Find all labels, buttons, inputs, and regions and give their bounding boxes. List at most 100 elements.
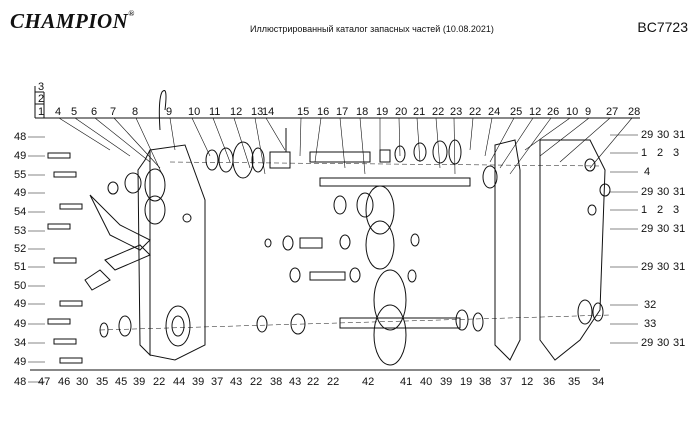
callout-bottom-10: 43: [230, 376, 242, 388]
callout-left-12: 49: [14, 356, 26, 368]
callout-top-28: 28: [628, 106, 640, 118]
callout-top-11: 15: [297, 106, 309, 118]
callout-left-8: 50: [14, 280, 26, 292]
callout-left-10: 49: [14, 318, 26, 330]
callout-bottom-12: 38: [270, 376, 282, 388]
callout-bottom-3: 35: [96, 376, 108, 388]
callout-right-0-c: 31: [673, 129, 685, 141]
callout-top-17: 21: [413, 106, 425, 118]
callout-right-7-a: 32: [644, 299, 656, 311]
callout-left-7: 51: [14, 261, 26, 273]
callout-top-18: 22: [432, 106, 444, 118]
callout-right-2-a: 4: [644, 166, 650, 178]
callout-left-11: 34: [14, 337, 26, 349]
callout-right-5-b: 30: [657, 223, 669, 235]
callout-right-6-a: 29: [641, 261, 653, 273]
callout-top-14: 18: [356, 106, 368, 118]
callout-left-1: 49: [14, 150, 26, 162]
callout-left-6: 52: [14, 243, 26, 255]
callout-bottom-17: 41: [400, 376, 412, 388]
callout-bottom-5: 39: [133, 376, 145, 388]
callout-left-3: 49: [14, 187, 26, 199]
callout-bottom-25: 35: [568, 376, 580, 388]
callout-bottom-1: 46: [58, 376, 70, 388]
callout-top-3: 7: [110, 106, 116, 118]
callout-left-0: 48: [14, 131, 26, 143]
callout-stack-2: 1: [38, 106, 44, 118]
callout-bottom-24: 36: [543, 376, 555, 388]
callout-right-0-a: 29: [641, 129, 653, 141]
stack-callout-labels: 321: [38, 81, 44, 118]
model-code: BC7723: [637, 19, 688, 35]
callout-bottom-23: 12: [521, 376, 533, 388]
callout-bottom-4: 45: [115, 376, 127, 388]
callout-top-19: 23: [450, 106, 462, 118]
callout-top-9: 13: [251, 106, 263, 118]
brand-mark: ®: [128, 9, 135, 18]
callout-bottom-20: 19: [460, 376, 472, 388]
callout-bottom-18: 40: [420, 376, 432, 388]
callout-right-1-b: 2: [657, 147, 663, 159]
callout-right-3-b: 30: [657, 186, 669, 198]
callout-bottom-15: 22: [327, 376, 339, 388]
callout-top-25: 10: [566, 106, 578, 118]
callout-top-4: 8: [132, 106, 138, 118]
callout-bottom-19: 39: [440, 376, 452, 388]
callout-top-0: 4: [55, 106, 61, 118]
callout-left-2: 55: [14, 169, 26, 181]
callout-right-5-a: 29: [641, 223, 653, 235]
callout-top-27: 27: [606, 106, 618, 118]
callout-top-7: 11: [209, 106, 220, 118]
callout-bottom-26: 34: [592, 376, 604, 388]
callout-bottom-2: 30: [76, 376, 88, 388]
callout-bottom-8: 39: [192, 376, 204, 388]
callout-left-9: 49: [14, 298, 26, 310]
callout-top-26: 9: [585, 106, 591, 118]
brand-logo: CHAMPION®: [10, 9, 135, 34]
callout-stack-1: 2: [38, 93, 44, 105]
callout-right-5-c: 31: [673, 223, 685, 235]
callout-left-4: 54: [14, 206, 26, 218]
catalog-title: Иллюстрированный каталог запасных частей…: [250, 24, 494, 34]
callout-top-24: 26: [547, 106, 559, 118]
callout-right-9-a: 29: [641, 337, 653, 349]
callout-top-5: 9: [166, 106, 172, 118]
callout-bottom-16: 42: [362, 376, 374, 388]
callout-bottom-22: 37: [500, 376, 512, 388]
callout-bottom-0: 47: [38, 376, 50, 388]
callout-bottom-6: 22: [153, 376, 165, 388]
brand-name: CHAMPION: [10, 9, 129, 33]
callout-bottom-21: 38: [479, 376, 491, 388]
callout-right-4-a: 1: [641, 204, 647, 216]
callout-top-6: 10: [188, 106, 200, 118]
callout-left-13: 48: [14, 376, 26, 388]
callout-top-2: 6: [91, 106, 97, 118]
callout-right-1-a: 1: [641, 147, 647, 159]
callout-top-12: 16: [317, 106, 329, 118]
callout-bottom-11: 22: [250, 376, 262, 388]
callout-right-3-a: 29: [641, 186, 653, 198]
callout-right-3-c: 31: [673, 186, 685, 198]
callout-top-10: 14: [262, 106, 274, 118]
callout-top-16: 20: [395, 106, 407, 118]
callout-right-4-c: 3: [673, 204, 679, 216]
callout-top-8: 12: [230, 106, 242, 118]
callout-top-22: 25: [510, 106, 522, 118]
callout-top-23: 12: [529, 106, 541, 118]
callout-bottom-13: 43: [289, 376, 301, 388]
callout-right-9-c: 31: [673, 337, 685, 349]
callout-top-20: 22: [469, 106, 481, 118]
callout-bottom-9: 37: [211, 376, 223, 388]
callout-bottom-14: 22: [307, 376, 319, 388]
callout-top-13: 17: [336, 106, 348, 118]
callout-stack-0: 3: [38, 81, 44, 93]
callout-right-6-b: 30: [657, 261, 669, 273]
callout-right-8-a: 33: [644, 318, 656, 330]
callout-bottom-7: 44: [173, 376, 185, 388]
callout-top-1: 5: [71, 106, 77, 118]
callout-right-1-c: 3: [673, 147, 679, 159]
callout-right-0-b: 30: [657, 129, 669, 141]
callout-right-6-c: 31: [673, 261, 685, 273]
